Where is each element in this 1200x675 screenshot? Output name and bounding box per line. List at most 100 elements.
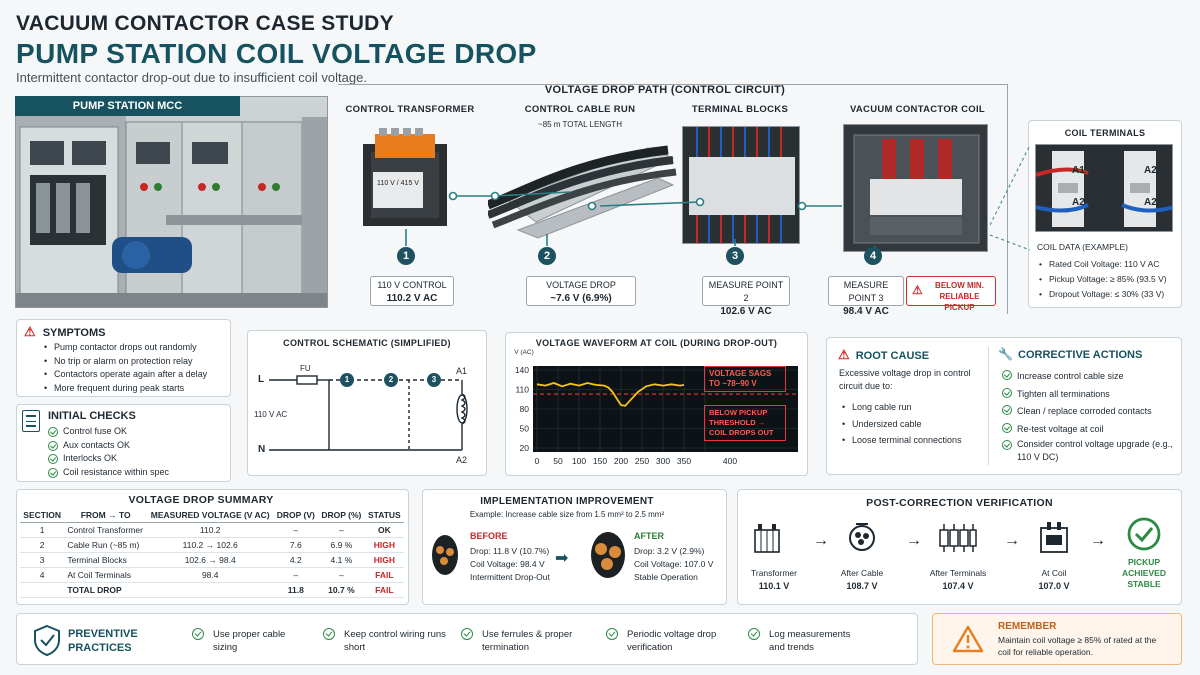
col-drop-v: DROP (V): [273, 508, 319, 523]
schematic-supply-label: 110 V AC: [254, 410, 288, 419]
stage-transformer-name: CONTROL TRANSFORMER: [345, 104, 475, 115]
verify-coil-label: At Coil: [1041, 568, 1067, 578]
chart-x-tick: 200: [614, 456, 628, 466]
col-section: SECTION: [20, 508, 65, 523]
stage-coil-name: VACUUM CONTACTOR COIL: [849, 104, 986, 115]
schematic-a1-label: A1: [456, 366, 468, 376]
wrench-icon: 🔧: [998, 347, 1013, 361]
verify-transformer-label: Transformer: [751, 568, 797, 578]
col-status: STATUS: [364, 508, 404, 523]
coil-a2-label: A2: [1144, 165, 1157, 176]
chart-x-tick: 400: [723, 456, 737, 466]
root-cause-header: ⚠ ROOT CAUSE: [838, 347, 930, 362]
pickup-warning-badge: ⚠ BELOW MIN. RELIABLE PICKUP: [906, 276, 996, 312]
schematic-line-label: L: [258, 374, 265, 385]
chart-y-tick: 20: [520, 443, 530, 453]
arrow-icon: →: [906, 532, 922, 549]
root-actions-divider: [988, 347, 989, 465]
pickup-threshold-annotation: BELOW PICKUP THRESHOLD → COIL DROPS OUT: [704, 405, 786, 441]
transformer-image: [355, 126, 455, 234]
waveform-title: VOLTAGE WAVEFORM AT COIL (DURING DROP-OU…: [535, 338, 778, 348]
verification-card: [737, 489, 1182, 605]
symptoms-header: ⚠ SYMPTOMS: [24, 324, 106, 339]
schematic-node-3: 3: [431, 375, 437, 384]
cable-icon: [849, 523, 875, 551]
clipboard-icon: [22, 410, 40, 432]
contactor-icon: [1040, 522, 1068, 553]
success-check-icon: [1127, 517, 1161, 551]
sag-annotation: VOLTAGE SAGS TO ~78–90 V: [704, 366, 786, 392]
schematic-node-2: 2: [388, 375, 394, 384]
chart-x-tick: 300: [656, 456, 670, 466]
preventive-item: Use ferrules & proper termination: [461, 628, 591, 654]
check-icon: [606, 628, 618, 640]
schematic-node-1: 1: [344, 375, 350, 384]
schematic-card: [247, 330, 487, 476]
verification-result: PICKUP ACHIEVED STABLE: [1122, 557, 1166, 589]
coil-a2-label-lower-right: A2: [1144, 197, 1157, 208]
cable-after-icon: [591, 532, 625, 578]
chart-series-line: [536, 382, 685, 407]
initial-checks-list: Control fuse OK Aux contacts OK Interloc…: [48, 425, 169, 479]
chart-x-tick: 50: [553, 456, 563, 466]
remember-title: REMEMBER: [998, 621, 1057, 632]
improvement-example: Example: Increase cable size from 1.5 mm…: [469, 510, 665, 519]
stage-terminal-name: TERMINAL BLOCKS: [691, 104, 789, 115]
corrective-actions-list: Increase control cable size Tighten all …: [1002, 368, 1174, 464]
verify-cable-label: After Cable: [840, 568, 884, 578]
chart-x-tick: 250: [635, 456, 649, 466]
coil-a1-label: A1: [1072, 165, 1085, 176]
mcc-photo: [15, 96, 328, 308]
stage-4-number: 4: [864, 247, 882, 265]
before-details: Drop: 11.8 V (10.7%) Coil Voltage: 98.4 …: [470, 546, 550, 582]
summary-table: SECTION FROM → TO MEASURED VOLTAGE (V AC…: [20, 508, 404, 598]
verify-terminals-value: 107.4 V: [942, 581, 974, 591]
verify-cable-value: 108.7 V: [846, 581, 878, 591]
path-frame: [338, 84, 1008, 314]
coil-data-title: COIL DATA (EXAMPLE): [1037, 242, 1129, 252]
col-measured: MEASURED VOLTAGE (V AC): [146, 508, 274, 523]
check-icon: [461, 628, 473, 640]
schematic-title: CONTROL SCHEMATIC (SIMPLIFIED): [283, 338, 451, 348]
stage-3-number: 3: [726, 247, 744, 265]
coil-terminals-image: [1035, 144, 1173, 232]
stage-2-number: 2: [538, 247, 556, 265]
page-title: PUMP STATION COIL VOLTAGE DROP: [16, 38, 537, 69]
preventive-title: PREVENTIVE PRACTICES: [68, 628, 138, 654]
warning-icon: [952, 625, 984, 653]
improvement-title: IMPLEMENTATION IMPROVEMENT: [480, 496, 654, 507]
check-icon: [748, 628, 760, 640]
chart-y-tick: 140: [515, 365, 529, 375]
chart-x-tick: 0: [535, 456, 540, 466]
mcc-illustration: [16, 107, 327, 307]
chart-y-tick: 50: [520, 424, 530, 434]
verify-transformer-value: 110.1 V: [758, 581, 790, 591]
symptoms-list: Pump contactor drops out randomly No tri…: [42, 341, 207, 395]
chart-x-tick: 100: [572, 456, 586, 466]
transformer-icon: [754, 524, 780, 553]
path-title: VOLTAGE DROP PATH (CONTROL CIRCUIT): [544, 84, 786, 96]
after-label: AFTER: [634, 531, 664, 541]
check-icon: [323, 628, 335, 640]
preventive-item: Use proper cable sizing: [192, 628, 307, 654]
preventive-item: Periodic voltage drop verification: [606, 628, 731, 654]
path-connectors: [405, 191, 876, 249]
verification-title: POST-CORRECTION VERIFICATION: [866, 497, 1053, 509]
root-cause-list: Long cable run Undersized cable Loose te…: [840, 399, 962, 449]
verify-terminals-label: After Terminals: [929, 568, 987, 578]
case-study-label: VACUUM CONTACTOR CASE STUDY: [16, 12, 394, 35]
corrective-actions-header: 🔧 CORRECTIVE ACTIONS: [998, 347, 1143, 361]
terminal-block-icon: [939, 524, 977, 552]
warning-icon: ⚠: [838, 347, 850, 362]
improvement-card: [422, 489, 727, 605]
col-drop-pct: DROP (%): [318, 508, 365, 523]
warning-icon: ⚠: [912, 283, 923, 297]
schematic-fuse-label: FU: [300, 364, 311, 373]
chart-x-tick: 150: [593, 456, 607, 466]
